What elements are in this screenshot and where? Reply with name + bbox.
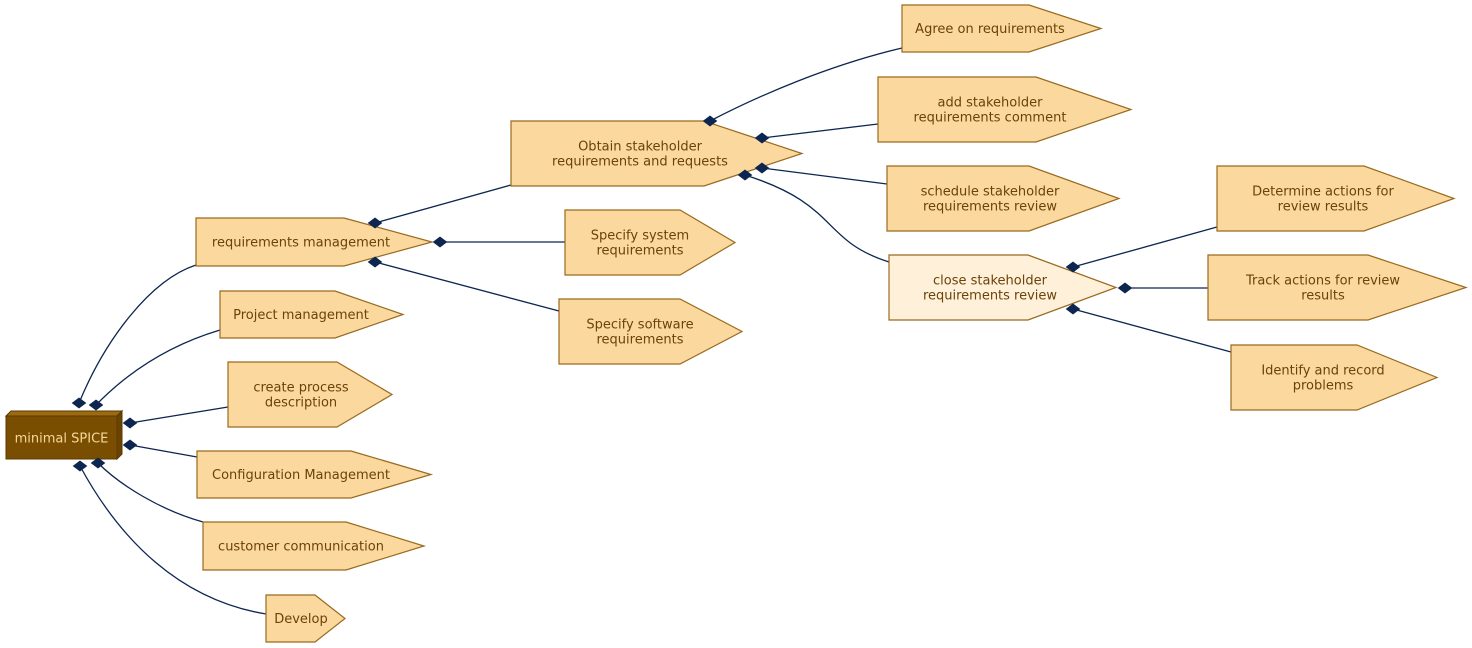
aggregation-diamond-marker: [71, 397, 87, 409]
node-label-line: customer communication: [218, 540, 384, 555]
aggregation-diamond-marker: [1065, 261, 1081, 273]
node-configuration-management[interactable]: Configuration Management: [196, 450, 434, 499]
node-label-line: requirements review: [923, 289, 1057, 304]
node-label-line: Obtain stakeholder: [578, 140, 702, 155]
edge-root-create-process: [129, 406, 229, 424]
root-node-front-face: [5, 415, 118, 460]
node-shape: [901, 4, 1103, 53]
node-shape: [877, 76, 1133, 143]
node-label-line: results: [1301, 289, 1345, 304]
node-shape: [265, 594, 346, 643]
aggregation-diamond-marker: [122, 439, 138, 451]
node-shape: [888, 254, 1118, 321]
node-shape: [886, 165, 1121, 232]
node-requirements-management[interactable]: requirements management: [195, 217, 435, 267]
aggregation-diamond-marker: [737, 169, 753, 181]
aggregation-diamond-marker: [90, 457, 106, 469]
node-label-line: close stakeholder: [933, 274, 1048, 289]
node-agree-on-requirements[interactable]: Agree on requirements: [901, 4, 1103, 53]
aggregation-diamond-marker: [1065, 303, 1081, 315]
aggregation-diamond-marker: [754, 132, 770, 144]
node-label-line: Identify and record: [1261, 364, 1384, 379]
node-shape: [558, 298, 744, 365]
aggregation-diamond-marker: [122, 417, 138, 429]
node-shape: [510, 120, 804, 187]
node-label-line: Develop: [274, 612, 328, 627]
edge-obtain-schedule: [761, 167, 888, 185]
edge-close-identify: [1072, 308, 1232, 353]
node-label-line: Track actions for review: [1245, 274, 1400, 289]
root-node-minimal-spice[interactable]: minimal SPICE: [4, 409, 124, 461]
edge-root-develop: [79, 465, 267, 615]
edge-reqmgmt-obtain: [374, 184, 512, 224]
aggregation-diamond-marker: [432, 236, 448, 248]
edges: [78, 47, 1232, 615]
node-shape: [1216, 165, 1456, 232]
edge-reqmgmt-software: [374, 261, 560, 312]
node-label-line: Configuration Management: [212, 468, 390, 483]
aggregation-diamond-marker: [72, 460, 88, 472]
node-label-line: requirements review: [923, 200, 1057, 215]
node-label-line: requirements: [597, 244, 684, 259]
node-shape: [1230, 344, 1439, 411]
node-label-line: requirements management: [212, 236, 390, 251]
root-node-top-face: [4, 410, 124, 417]
edge-root-project-management: [95, 329, 221, 406]
node-label-line: review results: [1278, 200, 1369, 215]
node-label-line: Specify system: [591, 229, 689, 244]
aggregation-diamond-marker: [88, 399, 104, 411]
node-label-line: Agree on requirements: [915, 22, 1065, 37]
node-label-line: requirements comment: [914, 111, 1067, 126]
node-develop[interactable]: Develop: [265, 594, 346, 643]
edge-close-determine: [1072, 226, 1218, 268]
node-shape: [564, 209, 737, 276]
aggregation-diamond-marker: [702, 115, 718, 127]
aggregation-diamond-marker: [367, 217, 383, 229]
nodes: minimal SPICE requirements managementProj…: [4, 4, 1468, 643]
node-shape: [227, 361, 394, 428]
root-node-side-face: [116, 409, 123, 461]
node-shape: [1207, 254, 1468, 321]
node-label-line: create process: [253, 381, 349, 396]
root-node-label: minimal SPICE: [15, 432, 109, 447]
node-label-line: add stakeholder: [938, 96, 1044, 111]
edge-root-customer-communication: [97, 462, 204, 523]
edge-obtain-close: [744, 174, 890, 263]
node-project-management[interactable]: Project management: [219, 290, 405, 339]
node-label-line: requirements and requests: [552, 155, 728, 170]
edge-obtain-agree: [709, 47, 903, 122]
node-label-line: Specify software: [586, 318, 693, 333]
node-shape: [196, 450, 434, 499]
markers: [71, 115, 1133, 472]
node-shape: [195, 217, 435, 267]
edge-root-configuration: [129, 444, 198, 458]
aggregation-diamond-marker: [367, 256, 383, 268]
node-label-line: description: [265, 396, 337, 411]
node-shape: [219, 290, 405, 339]
node-label-line: problems: [1293, 379, 1354, 394]
node-label-line: requirements: [597, 333, 684, 348]
node-customer-communication[interactable]: customer communication: [202, 521, 427, 571]
node-label-line: schedule stakeholder: [921, 185, 1060, 200]
edge-root-requirements-management: [78, 264, 197, 404]
node-label-line: Project management: [233, 308, 369, 323]
aggregation-diamond-marker: [1117, 282, 1133, 294]
node-label-line: Determine actions for: [1252, 185, 1394, 200]
aggregation-diamond-marker: [754, 162, 770, 174]
edge-obtain-add: [761, 123, 879, 139]
node-shape: [202, 521, 427, 571]
